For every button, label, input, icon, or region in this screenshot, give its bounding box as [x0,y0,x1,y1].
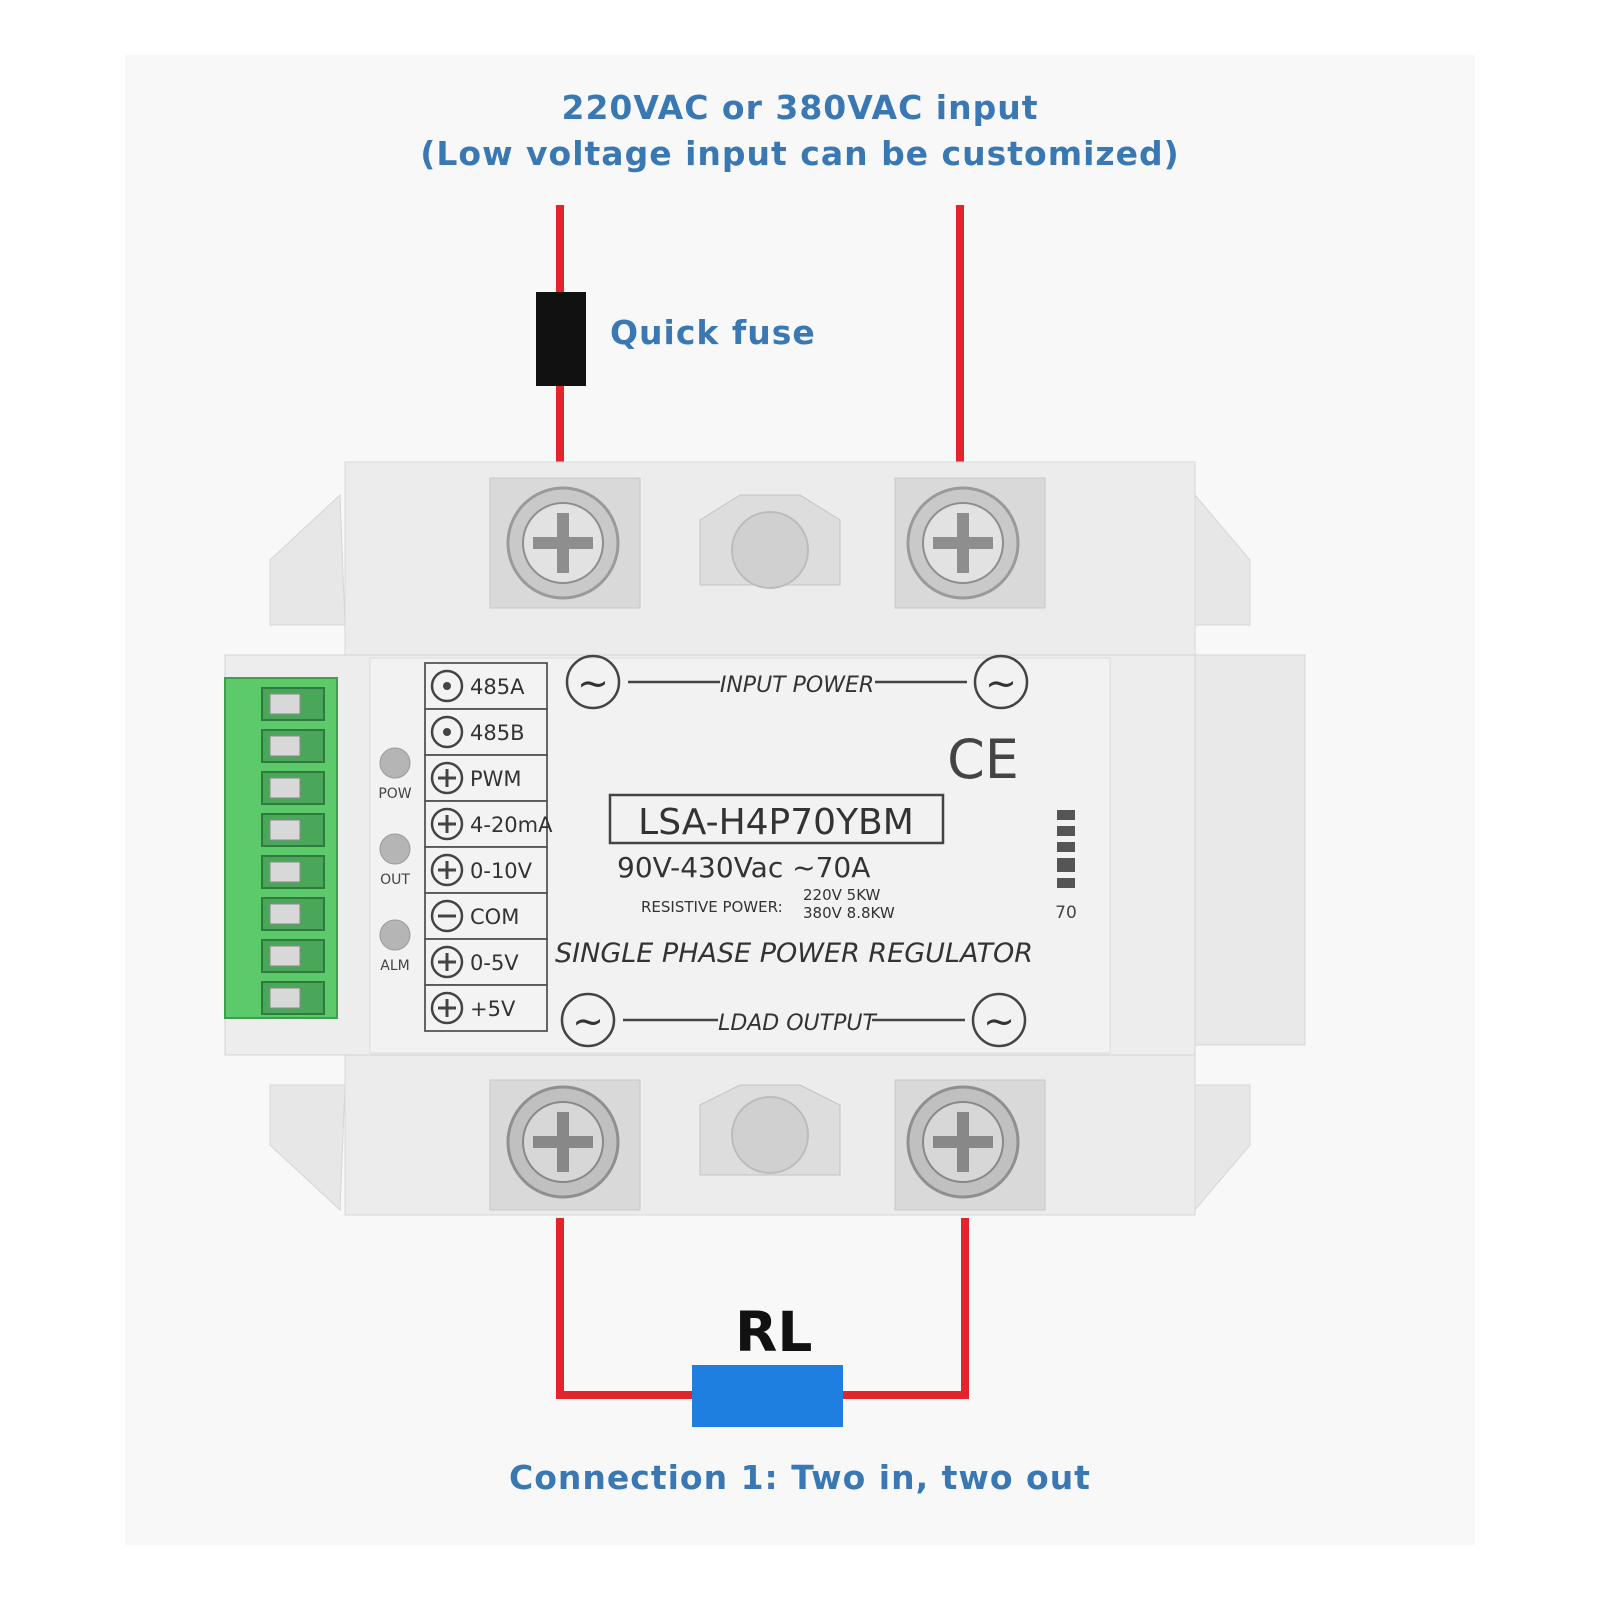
terminal-label: 4-20mA [470,813,553,837]
ac-symbol-circle-output-left [560,992,616,1048]
device-bracket-right-top [1189,493,1251,626]
ac-symbol-input-right: ~ [985,661,1017,705]
terminal-screw-icon [269,861,301,883]
terminal-label: 485B [470,721,525,745]
output-wire-right [843,1218,969,1399]
dot-center-icon [443,728,451,736]
ce-mark: CE [947,728,1019,791]
ac-symbol-circle-input-left [565,654,621,710]
plus-symbol-icon [430,761,464,795]
ac-symbol-circle-input-right [973,654,1029,710]
indicator-label: ALM [380,958,409,974]
model-box [608,793,945,845]
device-bracket-right-bottom [1189,1084,1251,1212]
ac-symbol-output-left: ~ [572,999,604,1043]
terminal-screw-icon [269,735,301,757]
input-caption-line2: (Low voltage input can be customized) [420,134,1180,173]
quick-fuse [536,292,586,386]
terminal-screw-icon [269,819,301,841]
resistive-power-220: 220V 5KW [803,886,881,904]
load-label: RL [735,1300,813,1364]
terminal-label: 485A [470,675,525,699]
terminal-screw-icon [269,693,301,715]
status-indicators: POW OUT ALM [378,747,412,974]
output-wire-left [556,1218,692,1399]
terminal-label: 0-10V [470,859,533,883]
bottom-screw-right-icon [906,1085,1020,1199]
top-screw-right-icon [906,486,1020,600]
indicator-label: POW [378,786,411,802]
dot-symbol-icon [430,669,464,703]
indicator-led-icon [379,747,411,779]
device-bracket-left-top [269,493,346,626]
load-output-legend: ~ LDAD OUTPUT ~ [560,992,1027,1048]
side-rating-number: 70 [1055,903,1077,923]
plus-symbol-icon [430,945,464,979]
terminal-screw-icon [269,945,301,967]
plus-symbol-icon [430,991,464,1025]
indicator-label: OUT [380,872,410,888]
connection-caption: Connection 1: Two in, two out [509,1458,1091,1497]
product-name: SINGLE PHASE POWER REGULATOR [555,938,1033,969]
terminal-screw-icon [269,987,301,1009]
device-bracket-left-bottom [269,1084,346,1212]
terminal-screw-icon [269,777,301,799]
resistive-power-380: 380V 8.8KW [803,904,895,922]
plus-symbol-icon [430,807,464,841]
load-output-label: LDAD OUTPUT [718,1011,877,1036]
input-power-legend: ~ INPUT POWER ~ [565,654,1029,710]
bottom-mount-hole-icon [699,1084,841,1176]
load-resistor [692,1365,843,1427]
input-power-label: INPUT POWER [720,673,874,698]
ac-symbol-output-right: ~ [983,999,1015,1043]
model-number: LSA-H4P70YBM [638,802,914,843]
terminal-label: 0-5V [470,951,519,975]
quick-fuse-label: Quick fuse [610,313,816,352]
dot-symbol-icon [430,715,464,749]
device-side-rail [1189,654,1306,1046]
ac-symbol-circle-output-right [971,992,1027,1048]
top-screw-left-icon [506,486,620,600]
dot-center-icon [443,682,451,690]
plus-symbol-icon [430,853,464,887]
resistive-power-label: RESISTIVE POWER: [641,898,783,916]
terminal-slots [261,687,325,1015]
bottom-screw-left-icon [506,1085,620,1199]
terminal-label: COM [470,905,519,929]
terminal-screw-icon [269,903,301,925]
terminal-label-table: 485A 485B PWM 4-20mA 0-10V COM 0-5V +5V [424,662,553,1032]
indicator-led-icon [379,833,411,865]
terminal-label: PWM [470,767,522,791]
input-caption-line1: 220VAC or 380VAC input [561,88,1039,127]
top-mount-hole-icon [699,494,841,589]
indicator-led-icon [379,919,411,951]
voltage-current-rating: 90V-430Vac ~70A [617,851,870,884]
terminal-label: +5V [470,997,516,1021]
minus-symbol-icon [430,899,464,933]
side-logo-icon [1057,810,1075,888]
ac-symbol-input-left: ~ [577,661,609,705]
